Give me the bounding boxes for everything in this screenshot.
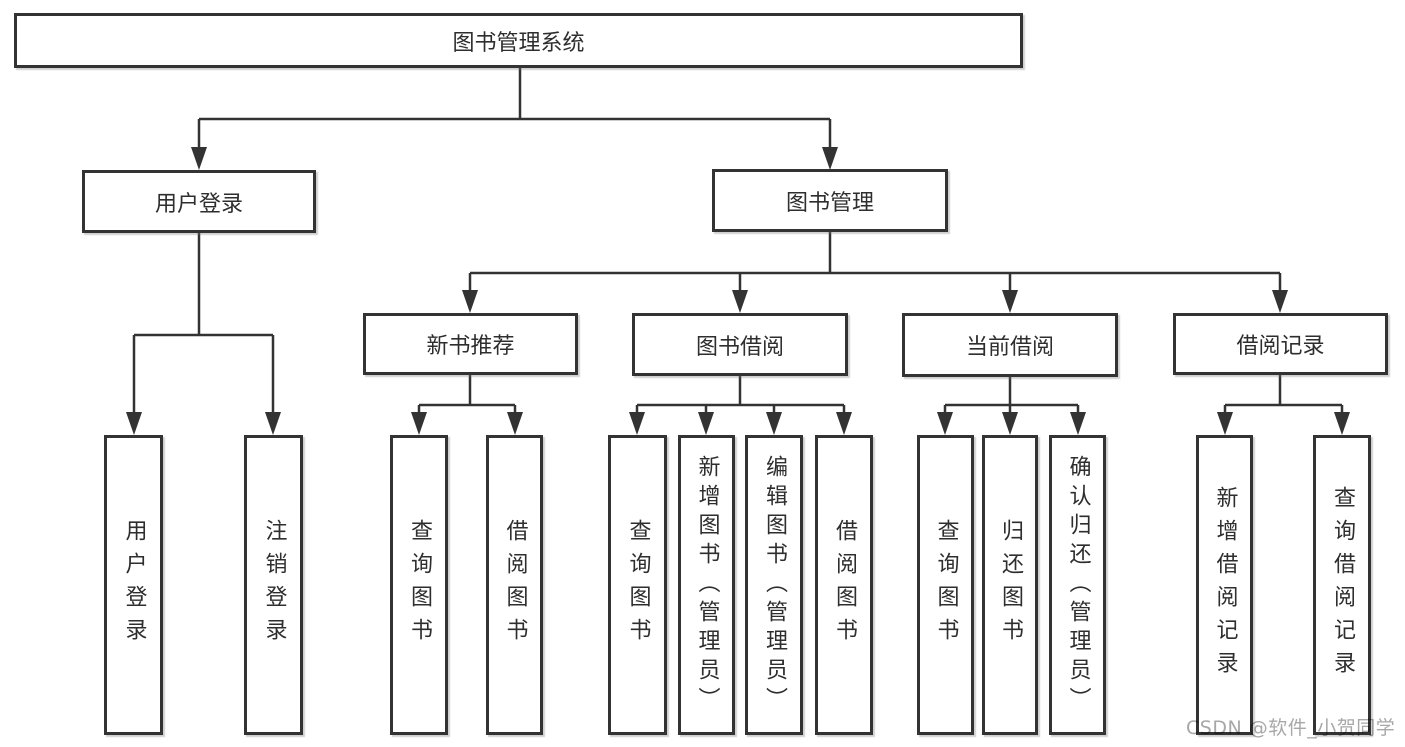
leaf-user-login: 用户登录	[104, 435, 163, 735]
leaf-newbook-borrow-books-label: 借阅图书	[502, 519, 528, 651]
leaf-user-login-label: 用户登录	[121, 519, 147, 651]
leaf-confirm-return-admin-label: 确认归还（管理员）	[1065, 454, 1091, 716]
node-current-borrow: 当前借阅	[902, 313, 1118, 377]
leaf-borrow-query-books-label: 查询图书	[625, 519, 651, 651]
leaf-current-query-books: 查询图书	[917, 435, 974, 735]
node-borrow-records: 借阅记录	[1173, 313, 1388, 375]
leaf-edit-books-admin-label: 编辑图书（管理员）	[762, 454, 787, 716]
node-new-book-recommend: 新书推荐	[363, 313, 578, 375]
node-book-management-label: 图书管理	[785, 190, 874, 216]
leaf-logout-label: 注销登录	[261, 519, 287, 651]
node-book-borrow-label: 图书借阅	[695, 334, 784, 360]
leaf-return-books-label: 归还图书	[998, 519, 1023, 651]
leaf-newbook-query-books-label: 查询图书	[407, 519, 432, 651]
node-new-book-recommend-label: 新书推荐	[426, 334, 515, 359]
leaf-newbook-borrow-books: 借阅图书	[486, 435, 543, 735]
leaf-borrow-books: 借阅图书	[815, 435, 873, 735]
leaf-add-books-admin-label: 新增图书（管理员）	[694, 454, 720, 716]
leaf-logout: 注销登录	[244, 435, 303, 735]
leaf-add-borrow-record-label: 新增借阅记录	[1212, 486, 1238, 684]
leaf-return-books: 归还图书	[982, 435, 1038, 735]
leaf-current-query-books-label: 查询图书	[933, 519, 959, 651]
leaf-query-borrow-record-label: 查询借阅记录	[1330, 486, 1355, 684]
node-current-borrow-label: 当前借阅	[965, 335, 1054, 360]
node-user-login: 用户登录	[82, 170, 316, 233]
leaf-borrow-books-label: 借阅图书	[832, 519, 857, 651]
leaf-edit-books-admin: 编辑图书（管理员）	[745, 435, 803, 735]
leaf-add-borrow-record: 新增借阅记录	[1196, 435, 1253, 735]
leaf-query-borrow-record: 查询借阅记录	[1313, 435, 1371, 735]
node-book-borrow: 图书借阅	[632, 313, 848, 376]
leaf-newbook-query-books: 查询图书	[390, 435, 448, 735]
leaf-add-books-admin: 新增图书（管理员）	[678, 435, 735, 735]
node-book-management: 图书管理	[712, 169, 948, 232]
csdn-watermark: CSDN @软件_小贺同学	[1186, 717, 1396, 739]
leaf-borrow-query-books: 查询图书	[608, 435, 667, 735]
root-node-library-system: 图书管理系统	[14, 13, 1023, 68]
node-borrow-records-label: 借阅记录	[1236, 334, 1325, 359]
leaf-confirm-return-admin: 确认归还（管理员）	[1049, 435, 1106, 735]
root-node-label: 图书管理系统	[452, 30, 585, 56]
node-user-login-label: 用户登录	[154, 191, 243, 217]
